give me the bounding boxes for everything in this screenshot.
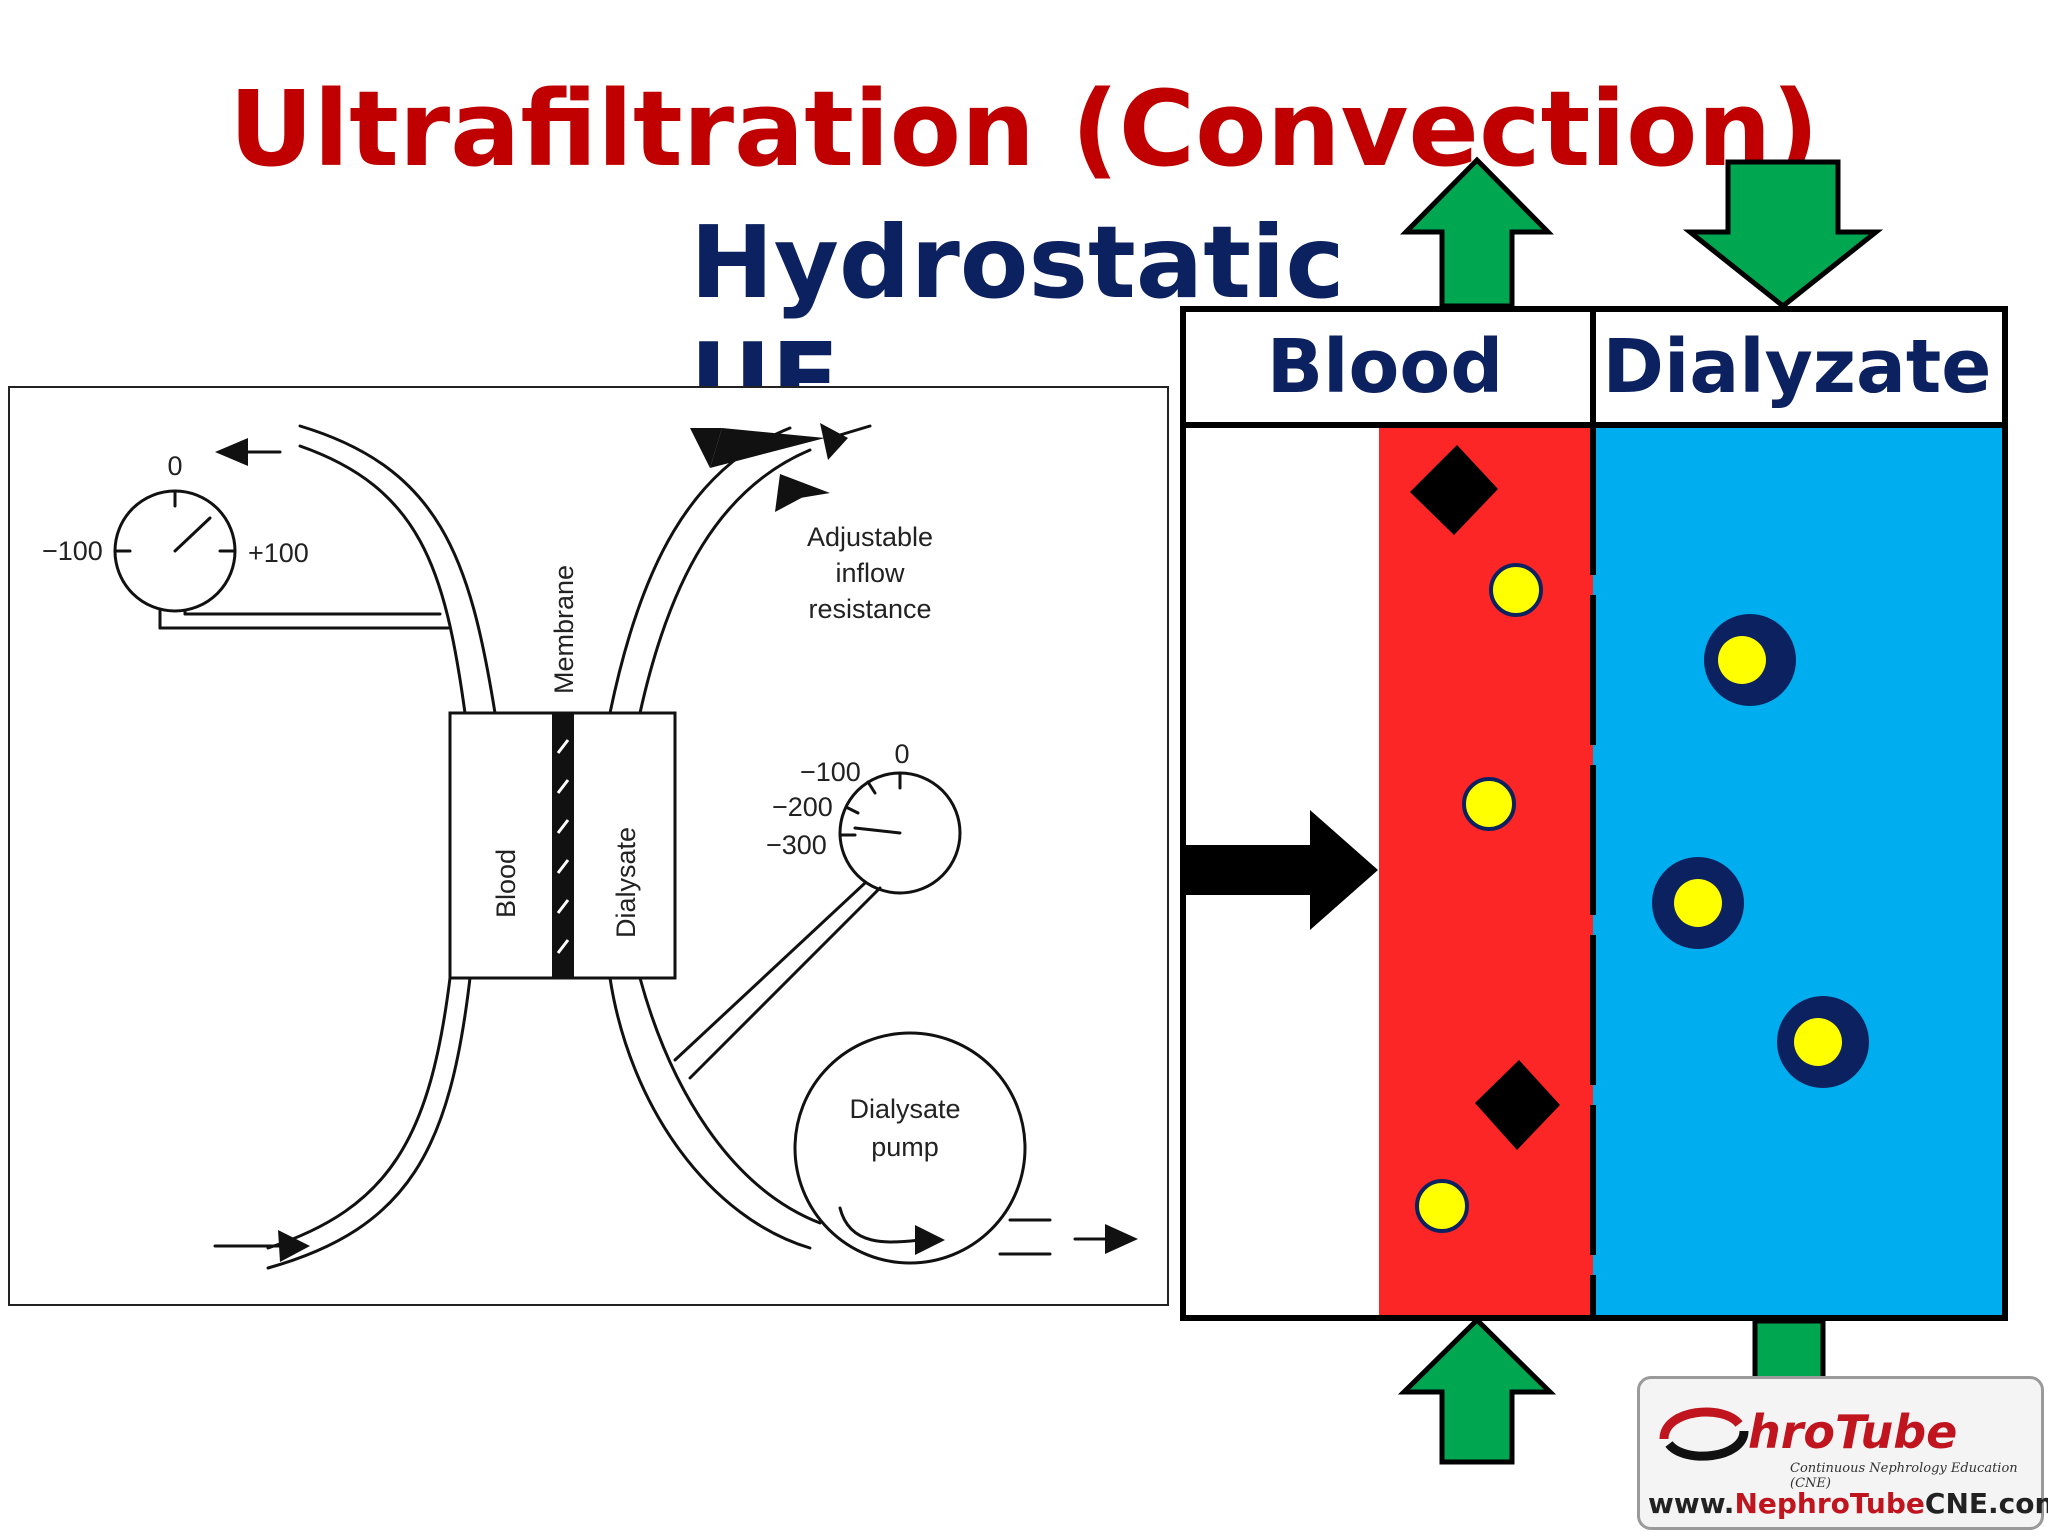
small-solute bbox=[1415, 1179, 1469, 1233]
small-solute bbox=[1462, 777, 1516, 831]
dialysate-outflow-tube-inner bbox=[638, 448, 812, 715]
dialysate-gauge-m300: −300 bbox=[766, 830, 827, 860]
blood-inflow-arrowhead bbox=[278, 1230, 310, 1262]
pump-label-line1: Dialysate bbox=[849, 1094, 960, 1124]
dialysate-inflow-arrowhead bbox=[780, 474, 830, 498]
blood-header-box bbox=[1180, 306, 1596, 428]
blood-gauge-needle bbox=[173, 516, 212, 553]
dialysate-drain-tube-inner bbox=[638, 976, 822, 1225]
inflow-label-line1: Adjustable bbox=[807, 522, 933, 552]
schematic-drawing: 0 −100 +100 Membrane Blood Dialysate Adj… bbox=[42, 423, 1138, 1270]
blood-outflow-tube-inner bbox=[298, 444, 467, 715]
convected-solute bbox=[1674, 879, 1722, 927]
logo-tagline: Continuous Nephrology Education (CNE) bbox=[1790, 1461, 2018, 1491]
inflow-resistance-arrowhead bbox=[820, 423, 848, 460]
dialysate-pump bbox=[793, 1031, 1027, 1265]
blood-gauge-zero: 0 bbox=[167, 451, 182, 481]
logo-url: www.NephroTubeCNE.com bbox=[1648, 1487, 2048, 1520]
dialysate-gauge-zero: 0 bbox=[894, 739, 909, 769]
dialysate-gauge-m200: −200 bbox=[772, 792, 833, 822]
dialysate-gauge-needle bbox=[853, 826, 902, 835]
page-title: Ultrafiltration (Convection) bbox=[229, 68, 1819, 190]
blood-inflow-tube-outer bbox=[266, 976, 472, 1270]
pump-label-line2: pump bbox=[871, 1132, 939, 1162]
blood-compartment-label: Blood bbox=[491, 849, 521, 918]
logo-wordmark: hroTube bbox=[1748, 1405, 1958, 1459]
blood-in-arrow bbox=[1397, 1316, 1557, 1465]
inflow-label-line3: resistance bbox=[808, 594, 931, 624]
dialyzate-heading: Dialyzate bbox=[1603, 324, 1992, 410]
inflow-label-line2: inflow bbox=[835, 558, 905, 588]
dialysate-compartment-label: Dialysate bbox=[611, 827, 641, 938]
dialysate-drain-tube-outer bbox=[608, 976, 812, 1250]
blood-heading: Blood bbox=[1267, 324, 1503, 410]
convected-solute bbox=[1718, 636, 1766, 684]
blood-gauge-plus: +100 bbox=[248, 538, 309, 568]
dialyzate-in-arrow bbox=[1682, 159, 1884, 310]
dialysis-circuit-schematic: 0 −100 +100 Membrane Blood Dialysate Adj… bbox=[8, 386, 1169, 1306]
blood-compartment bbox=[1379, 425, 1593, 1318]
pump-rotation-arrow bbox=[838, 1206, 922, 1244]
logo-mark-icon bbox=[1659, 1407, 1749, 1461]
drain-arrowhead bbox=[1105, 1224, 1138, 1254]
large-solute bbox=[1410, 445, 1498, 535]
blood-inflow-tube-inner bbox=[266, 976, 452, 1250]
large-solute bbox=[1475, 1060, 1560, 1150]
hydrostatic-pressure-arrow bbox=[1183, 810, 1378, 930]
blood-outflow-tube-outer bbox=[298, 424, 497, 715]
small-solute bbox=[1489, 563, 1543, 617]
nephrotube-logo: hroTube Continuous Nephrology Education … bbox=[1637, 1376, 2048, 1530]
dialyzate-compartment bbox=[1593, 425, 2005, 1318]
blood-gauge-minus: −100 bbox=[42, 536, 103, 566]
dialysate-return-arrowhead-top bbox=[710, 428, 825, 468]
convected-solute bbox=[1794, 1018, 1842, 1066]
page-subtitle: Hydrostatic UF bbox=[690, 204, 1345, 438]
pump-outlet-pipe bbox=[998, 1218, 1052, 1256]
membrane-label: Membrane bbox=[549, 565, 579, 694]
blood-outflow-arrowhead bbox=[215, 438, 248, 466]
dialysate-gauge-m100: −100 bbox=[800, 757, 861, 787]
pump-rotation-arrowhead bbox=[915, 1225, 945, 1255]
blood-out-arrow bbox=[1400, 156, 1554, 309]
